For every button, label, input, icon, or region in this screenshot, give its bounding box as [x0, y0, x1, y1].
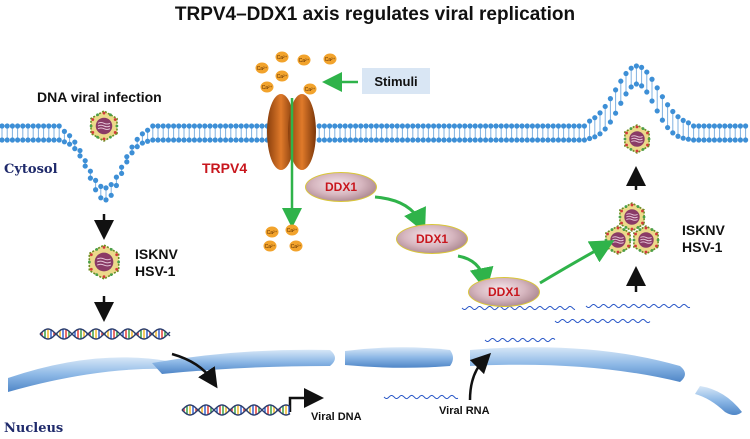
calcium-ion-label: Ca²⁺	[299, 58, 310, 64]
calcium-ion: Ca²⁺	[275, 70, 289, 82]
calcium-ion: Ca²⁺	[265, 226, 279, 238]
virus-particle	[618, 202, 646, 232]
ddx1-protein-2: DDX1	[396, 224, 468, 254]
nuclear-dna-helix	[181, 404, 291, 416]
virus-progeny-cluster	[604, 202, 660, 255]
calcium-ion: Ca²⁺	[263, 240, 277, 252]
plasma-membrane	[0, 63, 749, 203]
virus-line2: HSV-1	[135, 263, 176, 279]
calcium-ion: Ca²⁺	[260, 81, 274, 93]
virus-name-left: ISKNV HSV-1	[135, 246, 178, 280]
calcium-ion-label: Ca²⁺	[325, 57, 336, 63]
nucleus-label: Nucleus	[4, 421, 64, 436]
stimuli-label: Stimuli	[374, 73, 418, 89]
calcium-ion-label: Ca²⁺	[277, 55, 288, 61]
trpv4-channel	[267, 94, 316, 228]
cytosol-label: Cytosol	[4, 162, 58, 177]
calcium-ion-label: Ca²⁺	[305, 87, 316, 93]
pathway-arrows	[94, 166, 646, 412]
virus-line2: HSV-1	[682, 239, 723, 255]
rna-strand	[383, 394, 459, 400]
virus-line1: ISKNV	[682, 222, 725, 238]
diagram-title: TRPV4–DDX1 axis regulates viral replicat…	[174, 4, 576, 25]
virus-line1: ISKNV	[135, 246, 178, 262]
calcium-ion-label: Ca²⁺	[257, 66, 268, 72]
virus-particle	[623, 124, 651, 154]
calcium-ion: Ca²⁺	[275, 51, 289, 63]
calcium-ion-label: Ca²⁺	[267, 230, 278, 236]
virus-cytosol	[87, 244, 121, 280]
calcium-ion: Ca²⁺	[289, 240, 303, 252]
rna-strand	[585, 303, 691, 309]
ddx1-protein-3: DDX1	[468, 277, 540, 307]
viral-dna-label: Viral DNA	[311, 411, 362, 423]
calcium-ion: Ca²⁺	[255, 62, 269, 74]
viral-dna-helix	[39, 328, 171, 340]
ddx1-label: DDX1	[487, 285, 520, 299]
trpv4-label: TRPV4	[202, 160, 248, 176]
calcium-ion: Ca²⁺	[285, 224, 299, 236]
virus-budding	[623, 124, 651, 154]
rna-strand	[484, 337, 556, 343]
ddx1-label: DDX1	[415, 232, 448, 246]
virus-particle	[87, 244, 121, 280]
virus-particle	[89, 110, 119, 142]
dna-viral-infection-label: DNA viral infection	[37, 89, 162, 105]
calcium-ion-label: Ca²⁺	[287, 228, 298, 234]
calcium-ion-label: Ca²⁺	[291, 244, 302, 250]
ddx1-label: DDX1	[324, 180, 357, 194]
calcium-ion: Ca²⁺	[303, 83, 317, 95]
ddx1-protein-1: DDX1	[305, 172, 377, 202]
virus-particle	[604, 225, 632, 255]
virus-name-right: ISKNV HSV-1	[682, 222, 725, 256]
viral-rna-label: Viral RNA	[439, 405, 490, 417]
rna-strand	[461, 305, 576, 311]
calcium-ion-label: Ca²⁺	[265, 244, 276, 250]
calcium-ion: Ca²⁺	[323, 53, 337, 65]
virus-entering	[89, 110, 119, 142]
calcium-ion-label: Ca²⁺	[277, 74, 288, 80]
virus-particle	[632, 225, 660, 255]
calcium-ion-label: Ca²⁺	[262, 85, 273, 91]
viral-rna-strands	[383, 303, 691, 400]
ddx1-arrows	[374, 195, 615, 292]
rna-strand	[554, 318, 651, 324]
calcium-ions: Ca²⁺ Ca²⁺ Ca²⁺ Ca²⁺ Ca²⁺ Ca²⁺ Ca²⁺ Ca²⁺ Ca²⁺ Ca²⁺…	[255, 51, 337, 252]
nuclear-envelope	[8, 347, 742, 415]
calcium-ion: Ca²⁺	[297, 54, 311, 66]
stimuli-box: Stimuli	[362, 68, 430, 94]
